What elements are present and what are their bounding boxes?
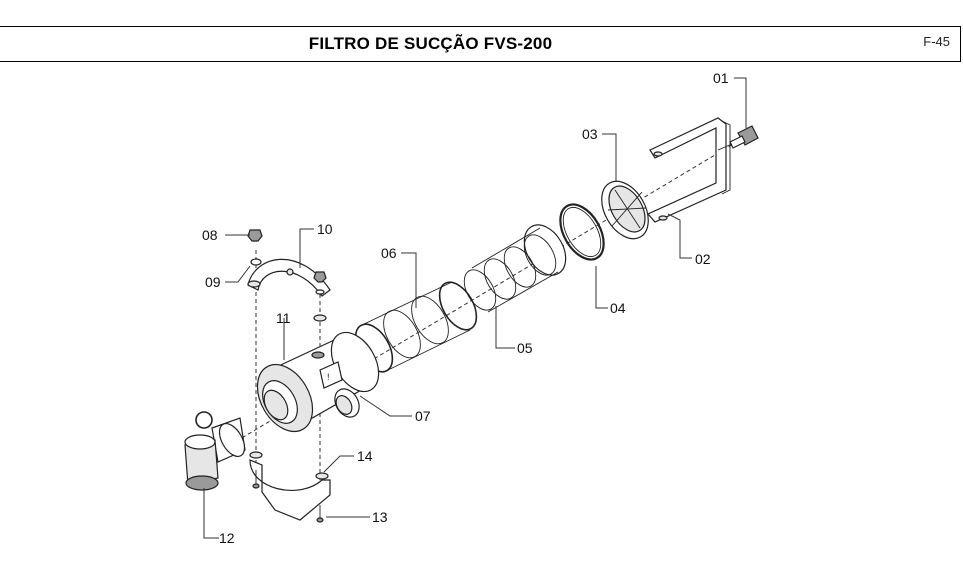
lower-clamp <box>249 451 331 521</box>
label-11: 11 <box>276 310 291 326</box>
label-02: 02 <box>695 251 711 267</box>
label-08: 08 <box>202 227 218 243</box>
page-code: F-45 <box>923 34 950 49</box>
nut-washer <box>247 229 327 295</box>
label-09: 09 <box>205 274 221 290</box>
label-06: 06 <box>381 245 397 261</box>
assembly-axes <box>229 139 741 500</box>
label-10: 10 <box>317 221 333 237</box>
label-14: 14 <box>357 448 373 464</box>
o-ring <box>559 203 605 261</box>
bolts <box>252 470 324 523</box>
svg-text:!: ! <box>327 372 330 382</box>
label-04: 04 <box>610 300 626 316</box>
inner-screen <box>463 224 567 313</box>
label-12: 12 <box>219 530 235 546</box>
label-03: 03 <box>582 126 598 142</box>
label-01: 01 <box>713 70 729 86</box>
filter-body: ! <box>256 331 380 433</box>
inlet-coupling <box>184 411 246 491</box>
bracket-frame <box>647 117 731 223</box>
outlet-port <box>334 388 360 418</box>
label-05: 05 <box>517 340 533 356</box>
upper-clamp <box>247 258 331 322</box>
page-header: FILTRO DE SUCÇÃO FVS-200 F-45 <box>0 26 961 62</box>
label-07: 07 <box>415 408 431 424</box>
thumb-screw <box>717 125 759 151</box>
page-title: FILTRO DE SUCÇÃO FVS-200 <box>308 34 553 53</box>
label-13: 13 <box>372 509 388 525</box>
leader-lines <box>203 77 747 539</box>
cover-disc <box>601 180 649 240</box>
part-labels: 01 02 03 04 05 06 07 08 09 10 11 12 13 1… <box>202 70 729 546</box>
